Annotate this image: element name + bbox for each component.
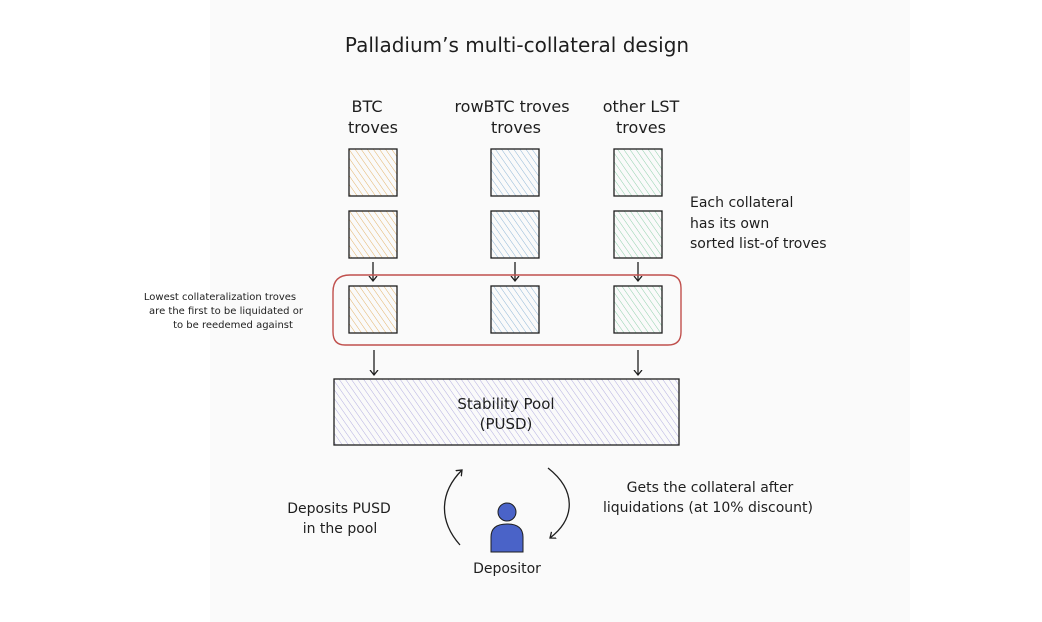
column-header-rowbtc-line2: troves xyxy=(491,118,541,137)
column-header-btc-line2: troves xyxy=(348,118,398,137)
deposit-note-line1: Deposits PUSD xyxy=(287,501,391,517)
diagram-title: Palladium’s multi-collateral design xyxy=(345,33,689,57)
trove-btc-1 xyxy=(348,148,398,197)
right-note-line2: has its own xyxy=(690,216,769,232)
column-header-lst-line1: other LST xyxy=(603,97,680,116)
stability-pool-currency: (PUSD) xyxy=(480,415,533,433)
stability-pool-box xyxy=(333,378,680,446)
trove-rowbtc-1 xyxy=(490,148,540,197)
lowest-troves-highlight xyxy=(332,274,682,346)
trove-rowbtc-2 xyxy=(490,210,540,259)
trove-btc-2 xyxy=(348,210,398,259)
depositor-label: Depositor xyxy=(473,561,541,577)
left-note-line3: to be reedemed against xyxy=(173,320,293,331)
person-icon xyxy=(490,502,524,553)
trove-lst-1 xyxy=(613,148,663,197)
deposit-note-line2: in the pool xyxy=(303,521,378,537)
collateral-return-arrow xyxy=(547,467,570,538)
right-note-line1: Each collateral xyxy=(690,195,793,211)
deposit-arrow xyxy=(443,470,462,546)
trove-lst-2 xyxy=(613,210,663,259)
gets-note-line1: Gets the collateral after xyxy=(627,480,794,496)
canvas-background xyxy=(210,0,910,622)
column-header-lst-line2: troves xyxy=(616,118,666,137)
column-header-btc-line1: BTC xyxy=(352,97,383,116)
trove-rowbtc-3 xyxy=(490,285,540,334)
column-header-rowbtc-line1: rowBTC troves xyxy=(454,97,569,116)
left-note-line2: are the first to be liquidated or xyxy=(149,306,304,317)
right-note-line3: sorted list-of troves xyxy=(690,236,827,252)
trove-lst-3 xyxy=(613,285,663,334)
stability-pool-label: Stability Pool xyxy=(457,395,554,413)
trove-btc-3 xyxy=(348,285,398,334)
left-note-line1: Lowest collateralization troves xyxy=(144,292,296,303)
gets-note-line2: liquidations (at 10% discount) xyxy=(603,500,813,516)
